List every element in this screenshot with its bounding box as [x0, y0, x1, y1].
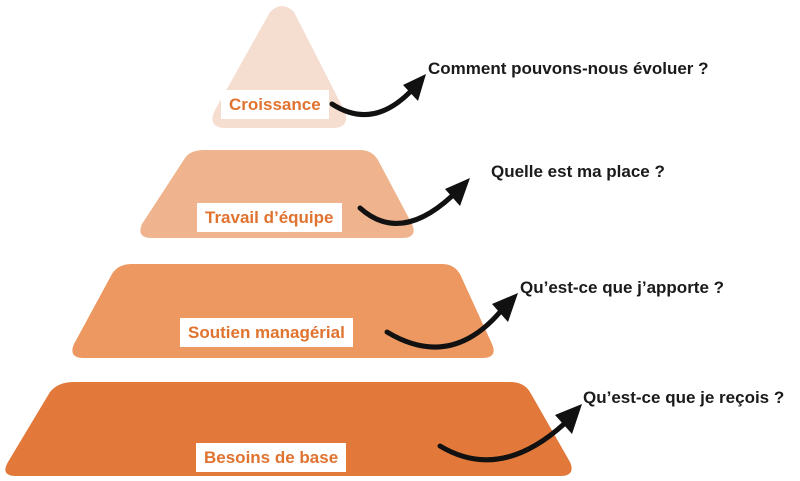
pyramid-level-besoins — [5, 382, 572, 476]
level-label-soutien: Soutien managérial — [180, 318, 353, 347]
question-soutien: Qu’est-ce que j’apporte ? — [520, 278, 725, 297]
question-besoins: Qu’est-ce que je reçois ? — [583, 388, 785, 407]
level-label-croissance: Croissance — [221, 90, 329, 119]
level-label-travail: Travail d’équipe — [197, 203, 342, 232]
question-travail: Quelle est ma place ? — [491, 162, 665, 181]
question-croissance: Comment pouvons-nous évoluer ? — [428, 59, 709, 78]
level-label-besoins: Besoins de base — [196, 443, 347, 472]
